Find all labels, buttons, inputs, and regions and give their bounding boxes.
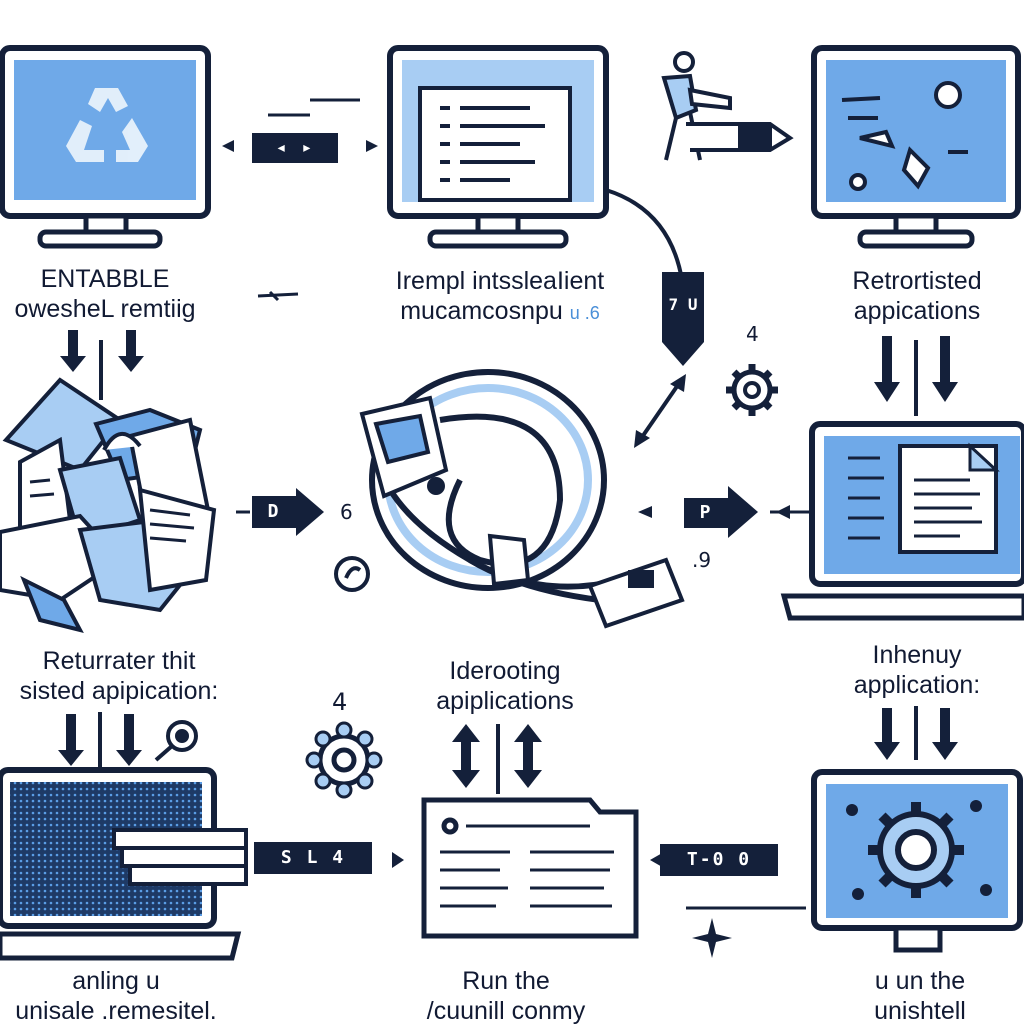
caption-bot-left-line2: unisale .remesitel. bbox=[15, 997, 217, 1025]
box-pile bbox=[0, 377, 217, 634]
caption-mid-right-line2: application: bbox=[853, 671, 981, 699]
magnifier-icon bbox=[154, 720, 198, 762]
caption-top-left: ENTABBLE owesheL remtiig bbox=[0, 264, 220, 324]
caption-top-mid-line2: mucamcosnpu u .6 bbox=[350, 296, 650, 328]
number-label-4: 4 bbox=[332, 688, 348, 716]
down-arrows-left-top bbox=[60, 330, 144, 400]
caption-top-mid-line1: Irempl intssleaIient bbox=[395, 267, 605, 295]
caption-bot-center-line2: /cuunill conmy bbox=[426, 997, 586, 1025]
plug-connector bbox=[587, 557, 685, 629]
mid-left-arrow-tag: D bbox=[252, 497, 296, 527]
number-label-2: 6 bbox=[340, 500, 353, 524]
caption-bot-right-line2: unishtell bbox=[874, 997, 966, 1025]
caption-top-mid-line2-text: mucamcosnpu bbox=[400, 297, 563, 325]
top-arrow-tag: ◂ ▸ bbox=[252, 133, 338, 163]
caption-bot-left-line1: anling u bbox=[72, 967, 160, 995]
monitor-scatter bbox=[811, 45, 1021, 249]
caption-mid-left-line1: Returrater thit bbox=[42, 647, 196, 675]
worker-figure bbox=[661, 51, 794, 161]
number-label-3: .9 bbox=[692, 548, 712, 572]
updown-arrows-center bbox=[452, 724, 542, 794]
vertical-arrow-tag: 7 U bbox=[662, 290, 704, 320]
monitor-recycle bbox=[0, 45, 211, 249]
caption-top-right-line1: Retrortisted bbox=[852, 267, 982, 295]
caption-mid-left: Returrater thit sisted apipication: bbox=[0, 646, 244, 706]
caption-mid-right-line1: Inhenuy bbox=[872, 641, 962, 669]
caption-bot-center: Run the /cuunill conmy bbox=[386, 966, 626, 1026]
caption-mid-center: Iderooting apiplications bbox=[380, 656, 630, 716]
down-arrows-right-top bbox=[874, 336, 958, 416]
gear-icon-small bbox=[726, 364, 778, 416]
laptop-streaming bbox=[0, 767, 248, 961]
command-window bbox=[421, 797, 639, 939]
caption-mid-right: Inhenuy application: bbox=[810, 640, 1024, 700]
badge-icon bbox=[334, 556, 370, 592]
laptop-document bbox=[780, 421, 1024, 621]
bot-right-arrow-tag: T-0 0 bbox=[660, 845, 778, 875]
caption-top-mid-suffix: u .6 bbox=[569, 303, 600, 323]
monitor-gear bbox=[811, 769, 1023, 953]
plug-card bbox=[359, 395, 449, 499]
caption-bot-center-line1: Run the bbox=[462, 967, 550, 995]
mid-right-arrow-tag: P bbox=[684, 498, 728, 528]
gear-icon-mid bbox=[305, 721, 383, 799]
caption-top-right: Retrortisted appications bbox=[812, 266, 1022, 326]
down-arrows-right-mid bbox=[874, 706, 958, 760]
down-arrows-left-mid bbox=[58, 712, 142, 768]
sparkle-icon bbox=[692, 918, 732, 958]
caption-top-left-line2: owesheL remtiig bbox=[14, 295, 196, 323]
number-label-1: 4 bbox=[746, 322, 759, 346]
caption-mid-left-line2: sisted apipication: bbox=[19, 677, 219, 705]
monitor-document bbox=[387, 45, 609, 249]
caption-top-right-line2: appications bbox=[853, 297, 981, 325]
bot-left-arrow-tag: S L 4 bbox=[254, 843, 372, 873]
caption-mid-center-line1: Iderooting bbox=[449, 657, 561, 685]
caption-top-mid: Irempl intssleaIient mucamcosnpu u .6 bbox=[350, 266, 650, 328]
caption-bot-right-line1: u un the bbox=[874, 967, 966, 995]
caption-top-left-line1: ENTABBLE bbox=[40, 265, 170, 293]
recycle-icon bbox=[66, 88, 148, 162]
caption-bot-left: anling u unisale .remesitel. bbox=[0, 966, 236, 1026]
caption-bot-right: u un the unishtell bbox=[820, 966, 1020, 1026]
caption-mid-center-line2: apiplications bbox=[436, 687, 574, 715]
